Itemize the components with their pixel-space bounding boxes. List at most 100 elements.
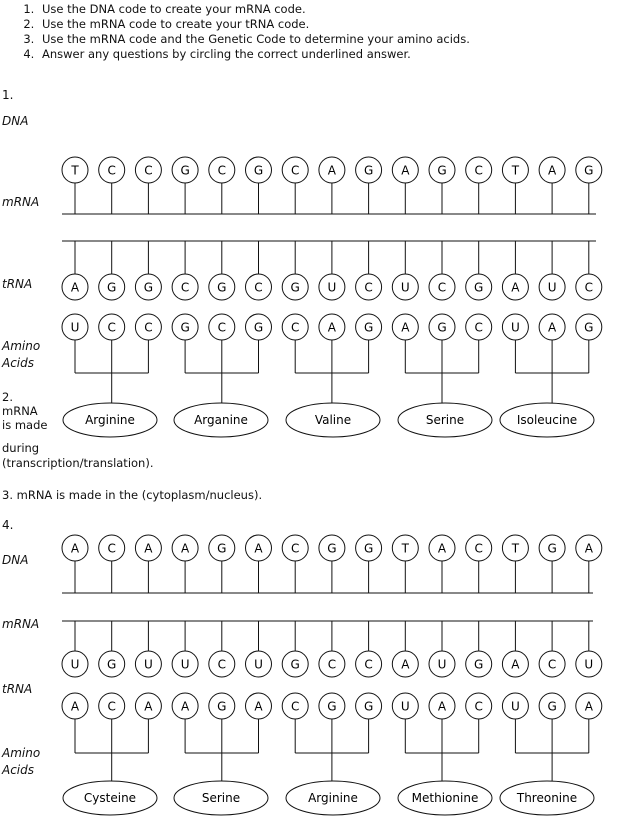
- p1-trna-circle: [281, 273, 309, 301]
- p1-mrna-circle: [171, 313, 199, 341]
- problem1-amino-label-1: Amino: [2, 339, 41, 353]
- problem4-mrna-label: mRNA: [2, 617, 40, 631]
- problem4-number: 4.: [2, 518, 14, 532]
- p4-mrna-circle: [134, 650, 162, 678]
- p1-dna-circle: [281, 156, 309, 184]
- p4-dna-circle: [208, 534, 236, 562]
- p1-mrna-circle: [245, 313, 272, 341]
- p1-trna-circle: [208, 273, 236, 301]
- p1-dna-circle: [465, 156, 493, 184]
- p4-dna-letter: C: [291, 542, 299, 556]
- p1-mrna-circle: [428, 313, 456, 341]
- p1-trna-circle: [575, 273, 603, 301]
- p1-dna-letter: A: [328, 164, 337, 178]
- p4-mrna-circle: [98, 650, 126, 678]
- p1-dna-circle: [61, 156, 89, 184]
- p1-mrna-letter: G: [254, 321, 263, 335]
- p4-trna-letter: C: [291, 700, 299, 714]
- p1-dna-circle: [98, 156, 126, 184]
- p4-mrna-letter: A: [511, 658, 520, 672]
- p4-ellipse: [173, 780, 269, 816]
- p4-mrna-circle: [575, 650, 603, 678]
- p1-dna-circle: [428, 156, 456, 184]
- p4-dna-circle: [391, 534, 419, 562]
- p4-mrna-letter: C: [218, 658, 226, 672]
- p4-trna-circle: [98, 692, 126, 720]
- problem1-mrna-label: mRNA: [2, 195, 40, 209]
- p1-trna-letter: C: [181, 281, 189, 295]
- question3-text: 3. mRNA is made in the (cytoplasm/nucleu…: [2, 488, 263, 502]
- p1-trna-letter: U: [328, 281, 337, 295]
- p4-mrna-letter: U: [438, 658, 447, 672]
- p4-mrna-circle: [465, 650, 493, 678]
- p4-mrna-circle: [428, 650, 456, 678]
- p4-trna-letter: G: [217, 700, 226, 714]
- p4-dna-circle: [428, 534, 456, 562]
- p4-mrna-circle: [245, 650, 272, 678]
- p4-trna-letter: G: [364, 700, 373, 714]
- p1-mrna-letter: G: [180, 321, 189, 335]
- problem4-trna-label: tRNA: [2, 682, 33, 696]
- instruction-item: Use the DNA code to create your mRNA cod…: [38, 2, 470, 17]
- p4-dna-circle: [245, 534, 272, 562]
- p1-mrna-letter: U: [71, 321, 80, 335]
- problem1-number: 1.: [2, 88, 14, 102]
- p1-dna-letter: A: [401, 164, 410, 178]
- p4-dna-letter: G: [364, 542, 373, 556]
- p1-mrna-letter: U: [511, 321, 520, 335]
- p1-ellipse: [173, 402, 269, 438]
- p1-trna-circle: [355, 273, 383, 301]
- p1-mrna-letter: C: [475, 321, 483, 335]
- p1-dna-circle: [501, 156, 529, 184]
- p4-trna-letter: A: [438, 700, 447, 714]
- p1-trna-letter: G: [474, 281, 483, 295]
- question2-number: 2.: [2, 390, 13, 404]
- p1-dna-letter: G: [437, 164, 446, 178]
- p1-dna-circle: [245, 156, 272, 184]
- p1-dna-letter: T: [511, 164, 520, 178]
- p4-amino-acid: Threonine: [516, 791, 577, 805]
- p1-trna-letter: G: [107, 281, 116, 295]
- p1-mrna-circle: [134, 313, 162, 341]
- p1-amino-acid: Serine: [426, 413, 464, 427]
- p1-dna-circle: [171, 156, 199, 184]
- p4-mrna-circle: [171, 650, 199, 678]
- p4-mrna-letter: G: [474, 658, 483, 672]
- p4-mrna-letter: C: [548, 658, 556, 672]
- p1-dna-circle: [318, 156, 346, 184]
- p1-trna-circle: [428, 273, 456, 301]
- p1-trna-letter: A: [511, 281, 520, 295]
- p4-dna-letter: G: [217, 542, 226, 556]
- p1-mrna-circle: [391, 313, 419, 341]
- p1-mrna-letter: G: [584, 321, 593, 335]
- p1-trna-letter: U: [401, 281, 410, 295]
- p1-trna-circle: [134, 273, 162, 301]
- p4-amino-acid: Serine: [202, 791, 240, 805]
- problem4-dna-label: DNA: [2, 553, 29, 567]
- p4-mrna-letter: G: [291, 658, 300, 672]
- p4-trna-letter: A: [144, 700, 153, 714]
- p4-mrna-circle: [318, 650, 346, 678]
- p4-mrna-circle: [538, 650, 566, 678]
- p1-mrna-circle: [61, 313, 89, 341]
- p1-trna-circle: [391, 273, 419, 301]
- question2-line: (transcription/translation).: [2, 456, 154, 470]
- p4-trna-circle: [61, 692, 89, 720]
- p4-mrna-circle: [391, 650, 419, 678]
- p1-dna-letter: G: [180, 164, 189, 178]
- p1-trna-letter: G: [217, 281, 226, 295]
- p4-trna-circle: [281, 692, 309, 720]
- p4-dna-letter: G: [327, 542, 336, 556]
- p4-trna-letter: G: [327, 700, 336, 714]
- p1-dna-letter: C: [218, 164, 226, 178]
- p1-mrna-circle: [98, 313, 126, 341]
- p4-trna-circle: [245, 692, 272, 720]
- p1-mrna-letter: C: [218, 321, 226, 335]
- p4-trna-letter: A: [71, 700, 80, 714]
- p4-trna-circle: [355, 692, 383, 720]
- p1-mrna-letter: C: [291, 321, 299, 335]
- p1-dna-circle: [355, 156, 383, 184]
- p1-dna-letter: C: [144, 164, 152, 178]
- p4-ellipse: [285, 780, 381, 816]
